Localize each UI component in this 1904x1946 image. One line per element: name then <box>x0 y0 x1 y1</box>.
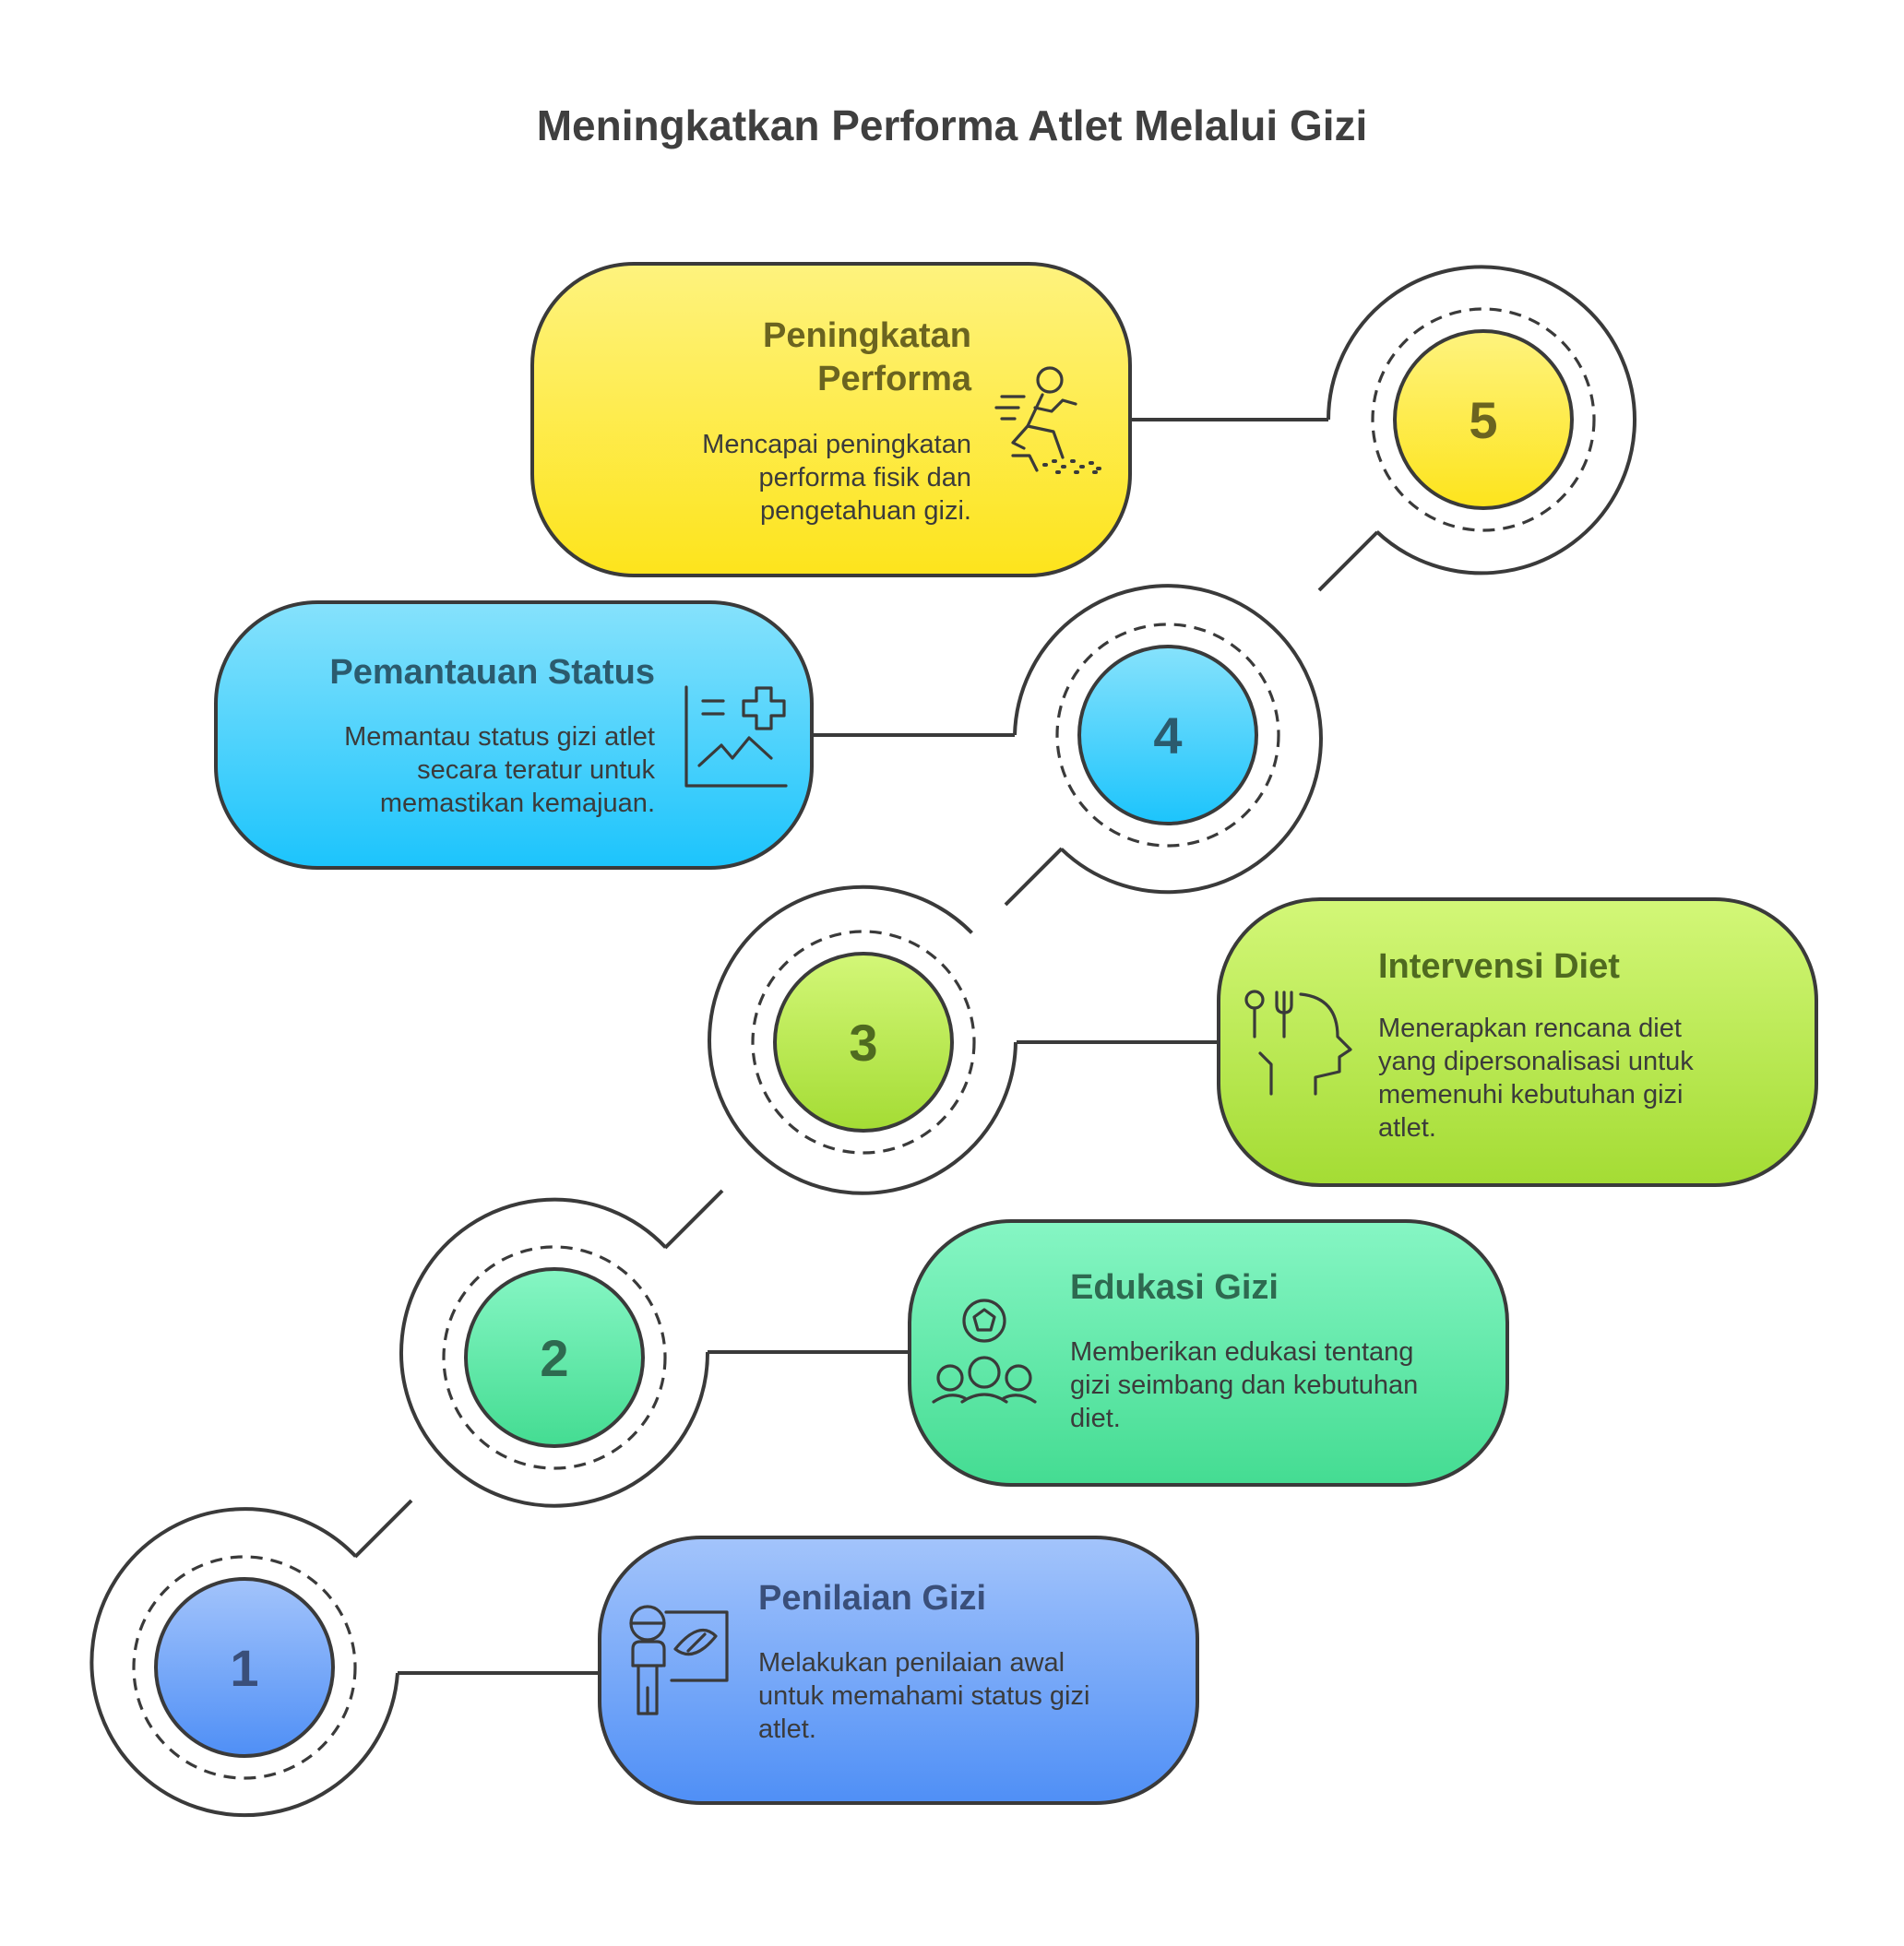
card-1-title: Penilaian Gizi <box>758 1579 986 1618</box>
card-1-desc-line: Melakukan penilaian awal <box>758 1648 1065 1678</box>
card-4-title-line: Pemantauan Status <box>329 653 655 692</box>
card-1-desc-line: untuk memahami status gizi <box>758 1681 1089 1711</box>
step-number-2: 2 <box>540 1329 568 1387</box>
card-4-desc-line: Memantau status gizi atlet <box>344 722 655 752</box>
ring-3 <box>708 884 1017 1195</box>
step-3: 3 Intervensi Diet Menerapkan rencana die… <box>708 884 1818 1195</box>
card-1 <box>598 1536 1199 1805</box>
card-5-title-line: Performa <box>817 360 972 398</box>
step-connectors <box>353 530 1379 1559</box>
ring-3-dashes <box>751 930 976 1155</box>
step-number-4: 4 <box>1153 706 1182 765</box>
card-5-desc-line: pengetahuan gizi. <box>760 496 971 526</box>
number-circle-1 <box>154 1577 335 1758</box>
step-2: 2 Edukasi Gizi Memberikan edukasi tentan… <box>399 1197 1509 1508</box>
teacher-presentation-icon <box>629 1605 729 1715</box>
ring-5 <box>1327 265 1636 575</box>
step-number-5: 5 <box>1469 391 1497 449</box>
card-3-title: Intervensi Diet <box>1378 947 1620 986</box>
step-1: 1 Penilaian Gizi Melakukan penilaian awa… <box>89 1507 1199 1818</box>
ring-4 <box>1013 584 1323 895</box>
card-4-desc-line: secara teratur untuk <box>417 755 655 785</box>
card-3-desc-line: Menerapkan rencana diet <box>1378 1014 1682 1043</box>
card-4-title: Pemantauan Status <box>329 653 655 692</box>
health-chart-icon <box>684 685 788 788</box>
number-circle-5 <box>1393 329 1574 510</box>
card-3-title-line: Intervensi Diet <box>1378 947 1620 986</box>
ring-2 <box>399 1197 710 1508</box>
card-5 <box>530 262 1132 577</box>
step-number-3: 3 <box>849 1014 877 1072</box>
card-1-title-line: Penilaian Gizi <box>758 1579 986 1618</box>
ring-1-dashes <box>132 1555 357 1780</box>
ring-1 <box>89 1507 399 1818</box>
connector-1-2 <box>353 1499 413 1559</box>
card-2-desc-line: diet. <box>1070 1404 1121 1433</box>
card-3-desc-line: memenuhi kebutuhan gizi <box>1378 1080 1683 1109</box>
card-2-desc-line: gizi seimbang dan kebutuhan <box>1070 1371 1418 1400</box>
number-circle-2 <box>464 1267 645 1448</box>
ring-2-dashes <box>442 1245 667 1470</box>
card-4-desc-line: memastikan kemajuan. <box>380 789 655 818</box>
card-2-title-line: Edukasi Gizi <box>1070 1268 1279 1307</box>
card-5-desc-line: Mencapai peningkatan <box>702 430 971 459</box>
card-4 <box>214 600 814 870</box>
card-3-desc-line: yang dipersonalisasi untuk <box>1378 1047 1694 1076</box>
card-2-description: Memberikan edukasi tentang gizi seimbang … <box>1070 1337 1418 1433</box>
card-5-description: Mencapai peningkatan performa fisik dan pe… <box>702 430 971 526</box>
card-3-description: Menerapkan rencana diet yang dipersonalis… <box>1378 1014 1694 1143</box>
ring-4-dashes <box>1055 623 1280 848</box>
number-circle-4 <box>1077 645 1258 825</box>
card-3-desc-line: atlet. <box>1378 1113 1436 1143</box>
card-2-desc-line: Memberikan edukasi tentang <box>1070 1337 1413 1367</box>
running-athlete-icon <box>994 366 1101 474</box>
connector-2-3 <box>663 1189 724 1250</box>
connector-3-4 <box>1004 847 1064 907</box>
ring-5-dashes <box>1371 307 1596 532</box>
card-5-title-line: Peningkatan <box>763 316 971 355</box>
step-4: 4 Pemantauan Status Memantau status gizi… <box>214 584 1323 895</box>
diagram-title: Meningkatkan Performa Atlet Melalui Gizi <box>537 101 1368 149</box>
card-2-title: Edukasi Gizi <box>1070 1268 1279 1307</box>
card-1-desc-line: atlet. <box>758 1715 816 1744</box>
diet-head-utensils-icon <box>1244 990 1352 1096</box>
card-2 <box>908 1219 1509 1487</box>
number-circle-3 <box>773 952 954 1133</box>
group-education-icon <box>932 1299 1037 1404</box>
connector-4-5 <box>1317 530 1379 592</box>
step-number-1: 1 <box>230 1639 258 1697</box>
card-3 <box>1217 897 1818 1187</box>
card-5-desc-line: performa fisik dan <box>759 463 972 492</box>
